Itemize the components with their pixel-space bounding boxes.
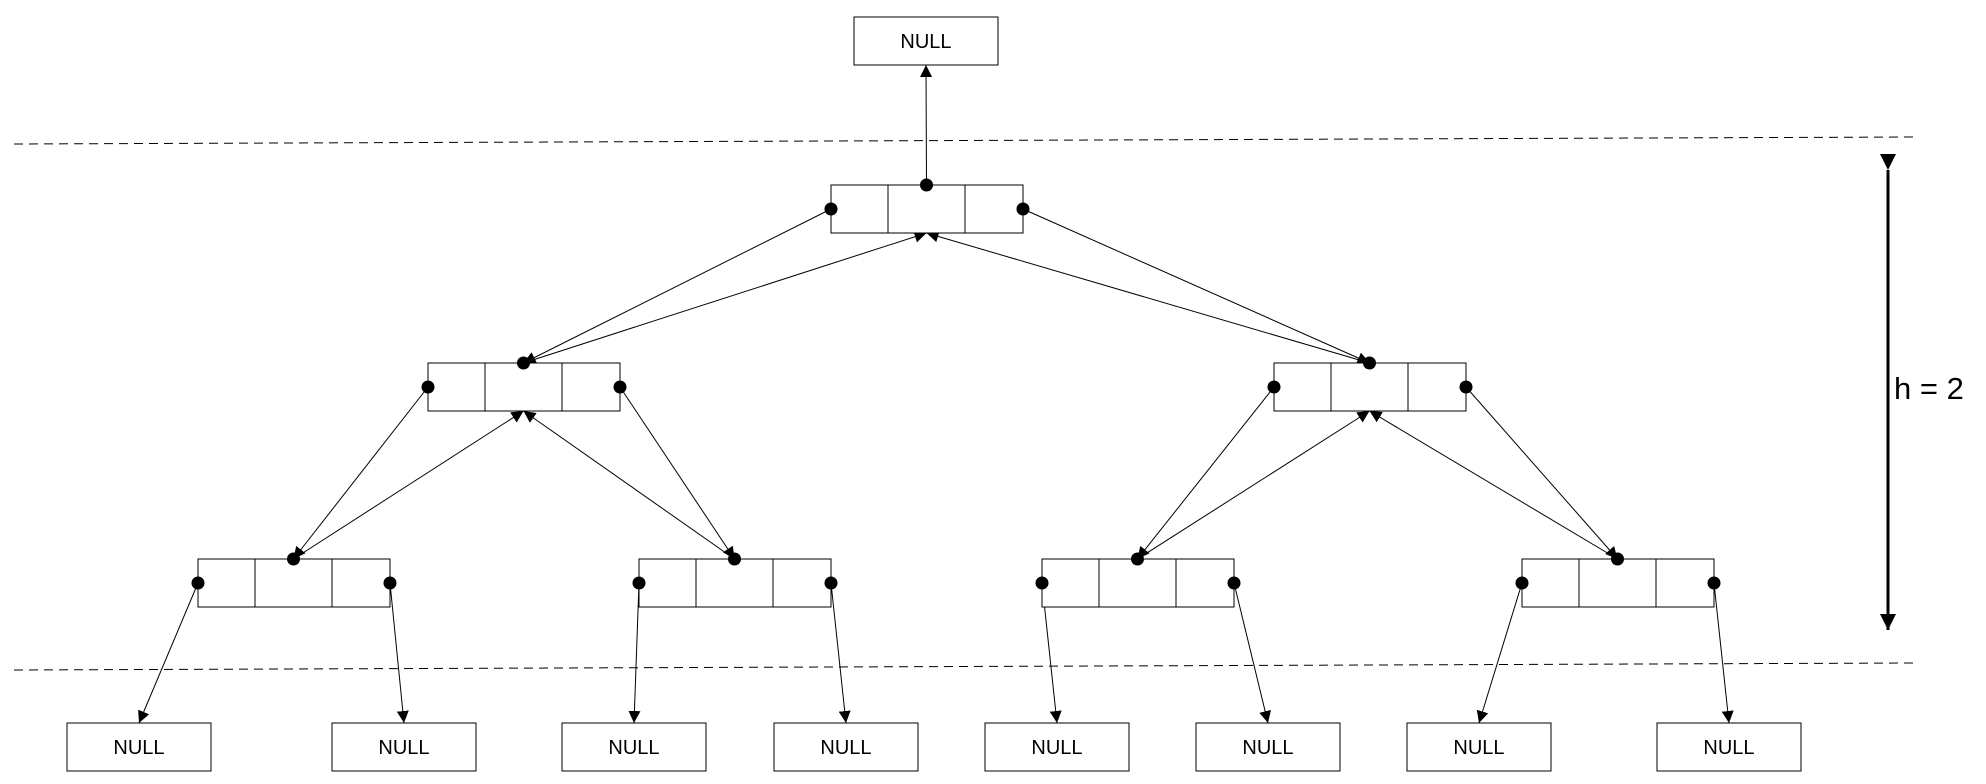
root-right-pointer-dot	[1016, 202, 1030, 216]
leaf-ll-left-null-arrow	[138, 582, 199, 724]
leaf-lr-right-pointer-dot	[824, 576, 838, 590]
null-6-box: NULL	[1195, 722, 1341, 772]
tree-node-leaf-rl	[1041, 558, 1235, 608]
null-rect	[1195, 722, 1341, 772]
leaf-rr-parent-arrow	[1369, 410, 1618, 560]
null-root-box: NULL	[853, 16, 999, 66]
tree-node-leaf-rr	[1521, 558, 1715, 608]
leaf-rl-parent-arrow	[1137, 410, 1370, 560]
root-left-pointer-dot	[824, 202, 838, 216]
node-box	[427, 362, 621, 412]
null-rect	[66, 722, 212, 772]
leaf-rr-right-pointer-dot	[1707, 576, 1721, 590]
node-box	[1041, 558, 1235, 608]
connections	[138, 64, 1734, 724]
tree-node-leaf-ll	[197, 558, 391, 608]
leaf-ll-right-null-arrow	[389, 582, 409, 724]
null-rect	[561, 722, 707, 772]
null-2-box: NULL	[331, 722, 477, 772]
root-right-child-arrow	[1022, 208, 1370, 364]
null-rect	[984, 722, 1130, 772]
leaf-lr-left-null-arrow	[628, 582, 641, 724]
root-parent-arrow	[920, 64, 933, 186]
null-3-box: NULL	[561, 722, 707, 772]
node-box	[830, 184, 1024, 234]
right-left-pointer-dot	[1267, 380, 1281, 394]
right-parent-arrow	[926, 230, 1370, 364]
leaf-lr-parent-arrow	[523, 410, 735, 560]
tree-node-right	[1273, 362, 1467, 412]
left-parent-arrow	[523, 230, 927, 364]
leaf-rr-left-null-arrow	[1476, 582, 1523, 724]
root-mid-pointer-dot	[920, 178, 933, 192]
tree-nodes	[197, 184, 1715, 608]
left-left-child-arrow	[293, 386, 429, 560]
null-boxes: NULL NULL NULL NULL NULL NULL NULL NULL NULL	[66, 16, 1802, 772]
leaf-rr-right-null-arrow	[1713, 582, 1734, 724]
leaf-ll-parent-arrow	[293, 410, 524, 560]
null-8-box: NULL	[1656, 722, 1802, 772]
pointer-dots	[191, 178, 1721, 590]
leaf-rr-mid-pointer-dot	[1611, 552, 1624, 566]
leaf-rl-left-pointer-dot	[1035, 576, 1049, 590]
node-box	[1273, 362, 1467, 412]
null-label: NULL	[1453, 737, 1504, 759]
height-label: h = 2	[1894, 371, 1964, 406]
null-rect	[1656, 722, 1802, 772]
null-1-box: NULL	[66, 722, 212, 772]
right-left-child-arrow	[1137, 386, 1275, 560]
null-label: NULL	[820, 737, 871, 759]
null-4-box: NULL	[773, 722, 919, 772]
null-5-box: NULL	[984, 722, 1130, 772]
right-right-pointer-dot	[1459, 380, 1473, 394]
null-label: NULL	[1242, 737, 1293, 759]
null-rect	[853, 16, 999, 66]
null-rect	[331, 722, 477, 772]
left-mid-pointer-dot	[517, 356, 530, 370]
node-box	[638, 558, 832, 608]
leaf-rl-right-null-arrow	[1233, 582, 1271, 724]
root-left-child-arrow	[523, 208, 832, 364]
null-rect	[1406, 722, 1552, 772]
top-dashed-boundary	[13, 136, 1915, 145]
node-box	[1521, 558, 1715, 608]
null-label: NULL	[113, 737, 164, 759]
leaf-rl-right-pointer-dot	[1227, 576, 1241, 590]
leaf-ll-right-pointer-dot	[383, 576, 397, 590]
right-right-child-arrow	[1465, 386, 1618, 560]
bottom-dashed-boundary	[13, 662, 1915, 671]
null-label: NULL	[1703, 737, 1754, 759]
leaf-ll-mid-pointer-dot	[287, 552, 300, 566]
null-7-box: NULL	[1406, 722, 1552, 772]
left-right-pointer-dot	[613, 380, 627, 394]
tree-node-root	[830, 184, 1024, 234]
null-label: NULL	[608, 737, 659, 759]
node-box	[197, 558, 391, 608]
leaf-lr-left-pointer-dot	[632, 576, 646, 590]
null-label: NULL	[378, 737, 429, 759]
leaf-lr-right-null-arrow	[830, 582, 851, 724]
left-right-child-arrow	[619, 386, 735, 560]
tree-node-left	[427, 362, 621, 412]
tree-node-leaf-lr	[638, 558, 832, 608]
null-label: NULL	[900, 31, 951, 53]
null-rect	[773, 722, 919, 772]
leaf-rr-left-pointer-dot	[1515, 576, 1529, 590]
left-left-pointer-dot	[421, 380, 435, 394]
leaf-lr-mid-pointer-dot	[728, 552, 741, 566]
right-mid-pointer-dot	[1363, 356, 1376, 370]
leaf-ll-left-pointer-dot	[191, 576, 205, 590]
null-label: NULL	[1031, 737, 1082, 759]
leaf-rl-mid-pointer-dot	[1131, 552, 1144, 566]
